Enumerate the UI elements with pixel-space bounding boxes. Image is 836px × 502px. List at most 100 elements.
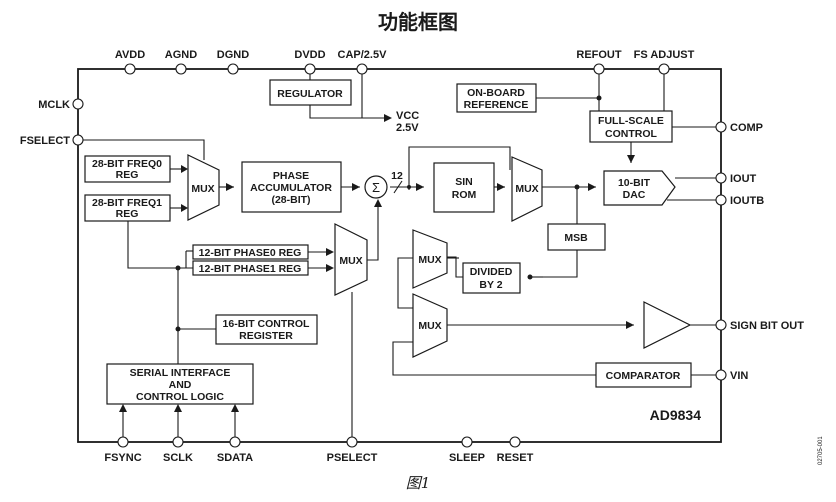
mux-phase-label: MUX <box>339 255 362 267</box>
pin-label-comp: COMP <box>730 122 763 134</box>
pin-dvdd <box>304 63 316 75</box>
block-mux-sign: MUX <box>412 293 448 358</box>
pin-label-fs-adjust: FS ADJUST <box>634 49 695 61</box>
pin-label-fselect: FSELECT <box>20 135 70 147</box>
pin-cap <box>356 63 368 75</box>
mux-rom-label: MUX <box>515 183 538 195</box>
phase0-label: 12-BIT PHASE0 REG <box>199 247 302 259</box>
block-mux-phase: MUX <box>334 223 368 296</box>
pin-label-refout: REFOUT <box>576 49 622 61</box>
block-phase-accumulator: PHASE ACCUMULATOR (28-BIT) <box>241 161 342 213</box>
pin-reset <box>509 436 521 448</box>
sigma-glyph: Σ <box>372 180 380 195</box>
onboard-ref-line2: REFERENCE <box>464 99 529 111</box>
pin-iout <box>715 172 727 184</box>
block-msb: MSB <box>547 223 606 251</box>
output-buffer-triangle <box>643 301 692 349</box>
block-control-register: 16-BIT CONTROL REGISTER <box>215 314 318 345</box>
dac-line1: 10-BIT <box>618 177 651 189</box>
mux-div-label: MUX <box>418 254 441 266</box>
block-serial-interface: SERIAL INTERFACE AND CONTROL LOGIC <box>106 363 254 405</box>
control-reg-line2: REGISTER <box>239 330 293 342</box>
bottom-pins: FSYNC SCLK SDATA PSELECT SLEEP RESET <box>104 436 534 464</box>
block-comparator: COMPARATOR <box>595 362 692 388</box>
pin-fselect <box>72 134 84 146</box>
pin-label-dvdd: DVDD <box>294 49 325 61</box>
onboard-ref-line1: ON-BOARD <box>467 87 525 99</box>
divided-line1: DIVIDED <box>470 266 513 278</box>
pin-sign-bit-out <box>715 319 727 331</box>
vcc-label: VCC <box>396 110 419 122</box>
fullscale-line1: FULL-SCALE <box>598 115 664 127</box>
pin-label-fsync: FSYNC <box>104 452 141 464</box>
pin-label-agnd: AGND <box>165 49 197 61</box>
pin-refout <box>593 63 605 75</box>
junctions <box>175 95 602 332</box>
pin-label-dgnd: DGND <box>217 49 249 61</box>
freq1-line2: REG <box>116 208 139 220</box>
fullscale-line2: CONTROL <box>605 128 657 140</box>
left-pins: MCLK FSELECT <box>20 98 84 147</box>
block-mux-freq: MUX <box>187 154 220 221</box>
pin-vin <box>715 369 727 381</box>
bus-width-marker: 12 <box>391 170 403 194</box>
pin-label-sclk: SCLK <box>163 452 193 464</box>
sin-rom-line1: SIN <box>455 176 473 188</box>
pin-label-mclk: MCLK <box>38 99 70 111</box>
phase-acc-line3: (28-BIT) <box>271 194 310 206</box>
block-freq0-reg: 28-BIT FREQ0 REG <box>84 155 171 183</box>
pin-ioutb <box>715 194 727 206</box>
msb-label: MSB <box>564 232 588 244</box>
wires <box>83 74 716 437</box>
pin-label-iout: IOUT <box>730 173 757 185</box>
phase-acc-line2: ACCUMULATOR <box>250 182 332 194</box>
pin-dgnd <box>227 63 239 75</box>
pin-sleep <box>461 436 473 448</box>
block-sin-rom: SIN ROM <box>433 162 495 213</box>
block-phase1-reg: 12-BIT PHASE1 REG <box>192 260 309 276</box>
pin-label-ioutb: IOUTB <box>730 195 764 207</box>
freq0-line1: 28-BIT FREQ0 <box>92 158 162 170</box>
pin-fsync <box>117 436 129 448</box>
serial-line1: SERIAL INTERFACE <box>130 367 231 379</box>
pin-pselect <box>346 436 358 448</box>
serial-line2: AND <box>169 379 192 391</box>
pin-fs-adjust <box>658 63 670 75</box>
sin-rom-line2: ROM <box>452 189 477 201</box>
block-mux-div: MUX <box>412 229 448 289</box>
vcc-voltage-label: 2.5V <box>396 122 419 134</box>
pin-label-sign-bit-out: SIGN BIT OUT <box>730 320 804 332</box>
right-pins: COMP IOUT IOUTB SIGN BIT OUT VIN <box>715 121 804 382</box>
dac-line2: DAC <box>623 189 646 201</box>
pin-label-sleep: SLEEP <box>449 452 485 464</box>
block-divided-by-2: DIVIDED BY 2 <box>462 262 521 294</box>
mux-freq-label: MUX <box>191 183 214 195</box>
pin-avdd <box>124 63 136 75</box>
pin-label-reset: RESET <box>497 452 534 464</box>
serial-line3: CONTROL LOGIC <box>136 391 224 403</box>
pin-agnd <box>175 63 187 75</box>
part-number: AD9834 <box>650 407 702 423</box>
mux-sign-label: MUX <box>418 320 441 332</box>
phase1-label: 12-BIT PHASE1 REG <box>199 263 302 275</box>
pin-label-pselect: PSELECT <box>327 452 378 464</box>
block-freq1-reg: 28-BIT FREQ1 REG <box>84 194 171 222</box>
block-dac: 10-BIT DAC <box>603 170 676 206</box>
block-mux-rom: MUX <box>511 156 543 222</box>
figure-code: 02705-001 <box>818 436 824 465</box>
phase-acc-line1: PHASE <box>273 170 309 182</box>
comparator-label: COMPARATOR <box>606 370 681 382</box>
pin-label-vin: VIN <box>730 370 748 382</box>
pin-sclk <box>172 436 184 448</box>
pin-label-sdata: SDATA <box>217 452 253 464</box>
arrowheads <box>119 114 635 412</box>
pin-mclk <box>72 98 84 110</box>
pin-sdata <box>229 436 241 448</box>
diagram-title: 功能框图 <box>378 10 458 34</box>
freq1-line1: 28-BIT FREQ1 <box>92 197 162 209</box>
figure-caption: 图1 <box>406 474 431 492</box>
control-reg-line1: 16-BIT CONTROL <box>223 318 311 330</box>
block-phase0-reg: 12-BIT PHASE0 REG <box>192 244 309 260</box>
summing-node: Σ <box>364 175 388 199</box>
